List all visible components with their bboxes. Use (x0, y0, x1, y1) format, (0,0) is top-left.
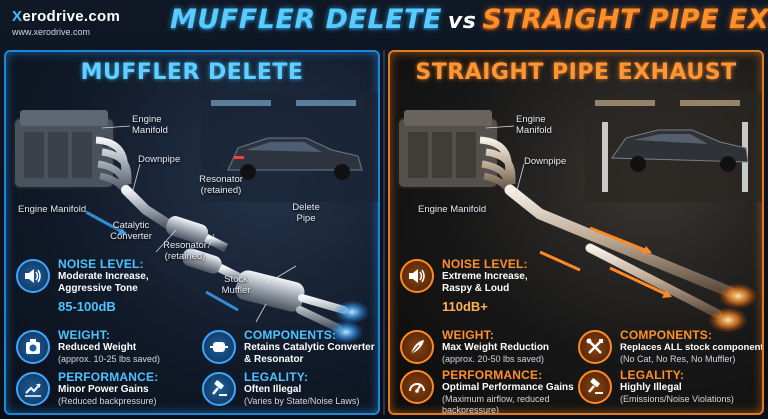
label-resonator-bottom: Resonator (retained) (163, 240, 207, 262)
right-components-line1: Replaces ALL stock components (620, 342, 764, 353)
right-weight-heading: WEIGHT: (442, 328, 495, 342)
right-legality-heading: LEGALITY: (620, 368, 685, 382)
left-legality-line1: Often Illegal (244, 384, 302, 395)
right-noise-line2: Raspy & Loud (442, 283, 510, 294)
tools-icon (578, 330, 612, 364)
right-weight-sub: (approx. 20-50 lbs saved) (442, 354, 545, 364)
left-legality-sub: (Varies by State/Noise Laws) (244, 396, 360, 406)
straight-pipe-illustration (397, 92, 762, 333)
right-noise-db: 110dB+ (442, 299, 488, 314)
speaker-icon (16, 259, 50, 293)
right-components-sub: (No Cat, No Res, No Muffler) (620, 354, 736, 364)
label-engine-manifold-top: Engine Manifold (132, 114, 168, 136)
muffler-delete-heading: MUFFLER DELETE (80, 60, 304, 85)
label-resonator-top: Resonator (retained) (199, 174, 243, 196)
label-engine-manifold: Engine Manifold (18, 204, 87, 215)
left-performance-heading: PERFORMANCE: (58, 370, 159, 384)
straight-pipe-panel: STRAIGHT PIPE EXHAUST (388, 50, 764, 415)
right-legality-sub: (Emissions/Noise Violations) (620, 394, 734, 404)
title-right: STRAIGHT PIPE EXHAUST (482, 4, 768, 35)
brand-name: Xerodrive.com (12, 8, 121, 25)
left-performance-line1: Minor Power Gains (58, 384, 149, 395)
left-noise-line1: Moderate Increase, (58, 271, 149, 282)
label-downpipe: Downpipe (138, 154, 181, 165)
right-legality-line1: Highly Illegal (620, 382, 682, 393)
left-components-heading: COMPONENTS: (244, 328, 337, 342)
feather-icon (400, 330, 434, 364)
chart-up-icon (16, 372, 50, 406)
left-performance-sub: (Reduced backpressure) (58, 396, 157, 406)
left-noise-db: 85-100dB (58, 299, 116, 314)
speedometer-icon (400, 370, 434, 404)
right-performance-line1: Optimal Performance Gains (442, 382, 574, 393)
engine-block (397, 110, 499, 189)
label-stock-muffler: Stock Muffler (221, 274, 251, 296)
right-weight-line1: Max Weight Reduction (442, 342, 550, 353)
car-silhouette (227, 137, 363, 180)
muffler-delete-illustration (13, 92, 378, 344)
left-weight-heading: WEIGHT: (58, 328, 111, 342)
right-noise-heading: NOISE LEVEL: (442, 257, 528, 271)
catalytic-converter-icon (202, 330, 236, 364)
left-components-line1: Retains Catalytic Converter (244, 342, 375, 353)
left-legality-heading: LEGALITY: (244, 370, 309, 384)
left-noise-line2: Aggressive Tone (58, 283, 138, 294)
straight-pipe-heading: STRAIGHT PIPE EXHAUST (415, 60, 737, 85)
panel-divider (383, 50, 385, 415)
right-components-heading: COMPONENTS: (620, 328, 713, 342)
right-performance-heading: PERFORMANCE: (442, 368, 543, 382)
label-catalytic-converter: Catalytic Converter (110, 220, 152, 242)
brand-url: www.xerodrive.com (12, 27, 91, 37)
title-left: MUFFLER DELETE (170, 4, 442, 35)
scale-icon (16, 330, 50, 364)
label-delete-pipe: Delete Pipe (292, 202, 320, 224)
engine-block (13, 110, 115, 189)
right-noise-line1: Extreme Increase, (442, 271, 528, 282)
left-noise-heading: NOISE LEVEL: (58, 257, 144, 271)
muffler-delete-panel: MUFFLER DELETE (4, 50, 380, 415)
label-engine-manifold: Engine Manifold (418, 204, 487, 215)
right-performance-sub2: backpressure) (442, 405, 500, 415)
brand-logo[interactable]: Xerodrive.com www.xerodrive.com (12, 8, 120, 37)
left-weight-sub: (approx. 10-25 lbs saved) (58, 354, 161, 364)
car-silhouette (611, 129, 749, 172)
speaker-icon (400, 259, 434, 293)
title-vs: vs (447, 9, 477, 34)
label-downpipe: Downpipe (524, 156, 567, 167)
gavel-icon (578, 370, 612, 404)
label-engine-manifold-top: Engine Manifold (516, 114, 552, 136)
left-components-line2: & Resonator (244, 354, 304, 365)
left-weight-line1: Reduced Weight (58, 342, 137, 353)
right-performance-sub: (Maximum airflow, reduced (442, 394, 550, 404)
gavel-icon (202, 372, 236, 406)
